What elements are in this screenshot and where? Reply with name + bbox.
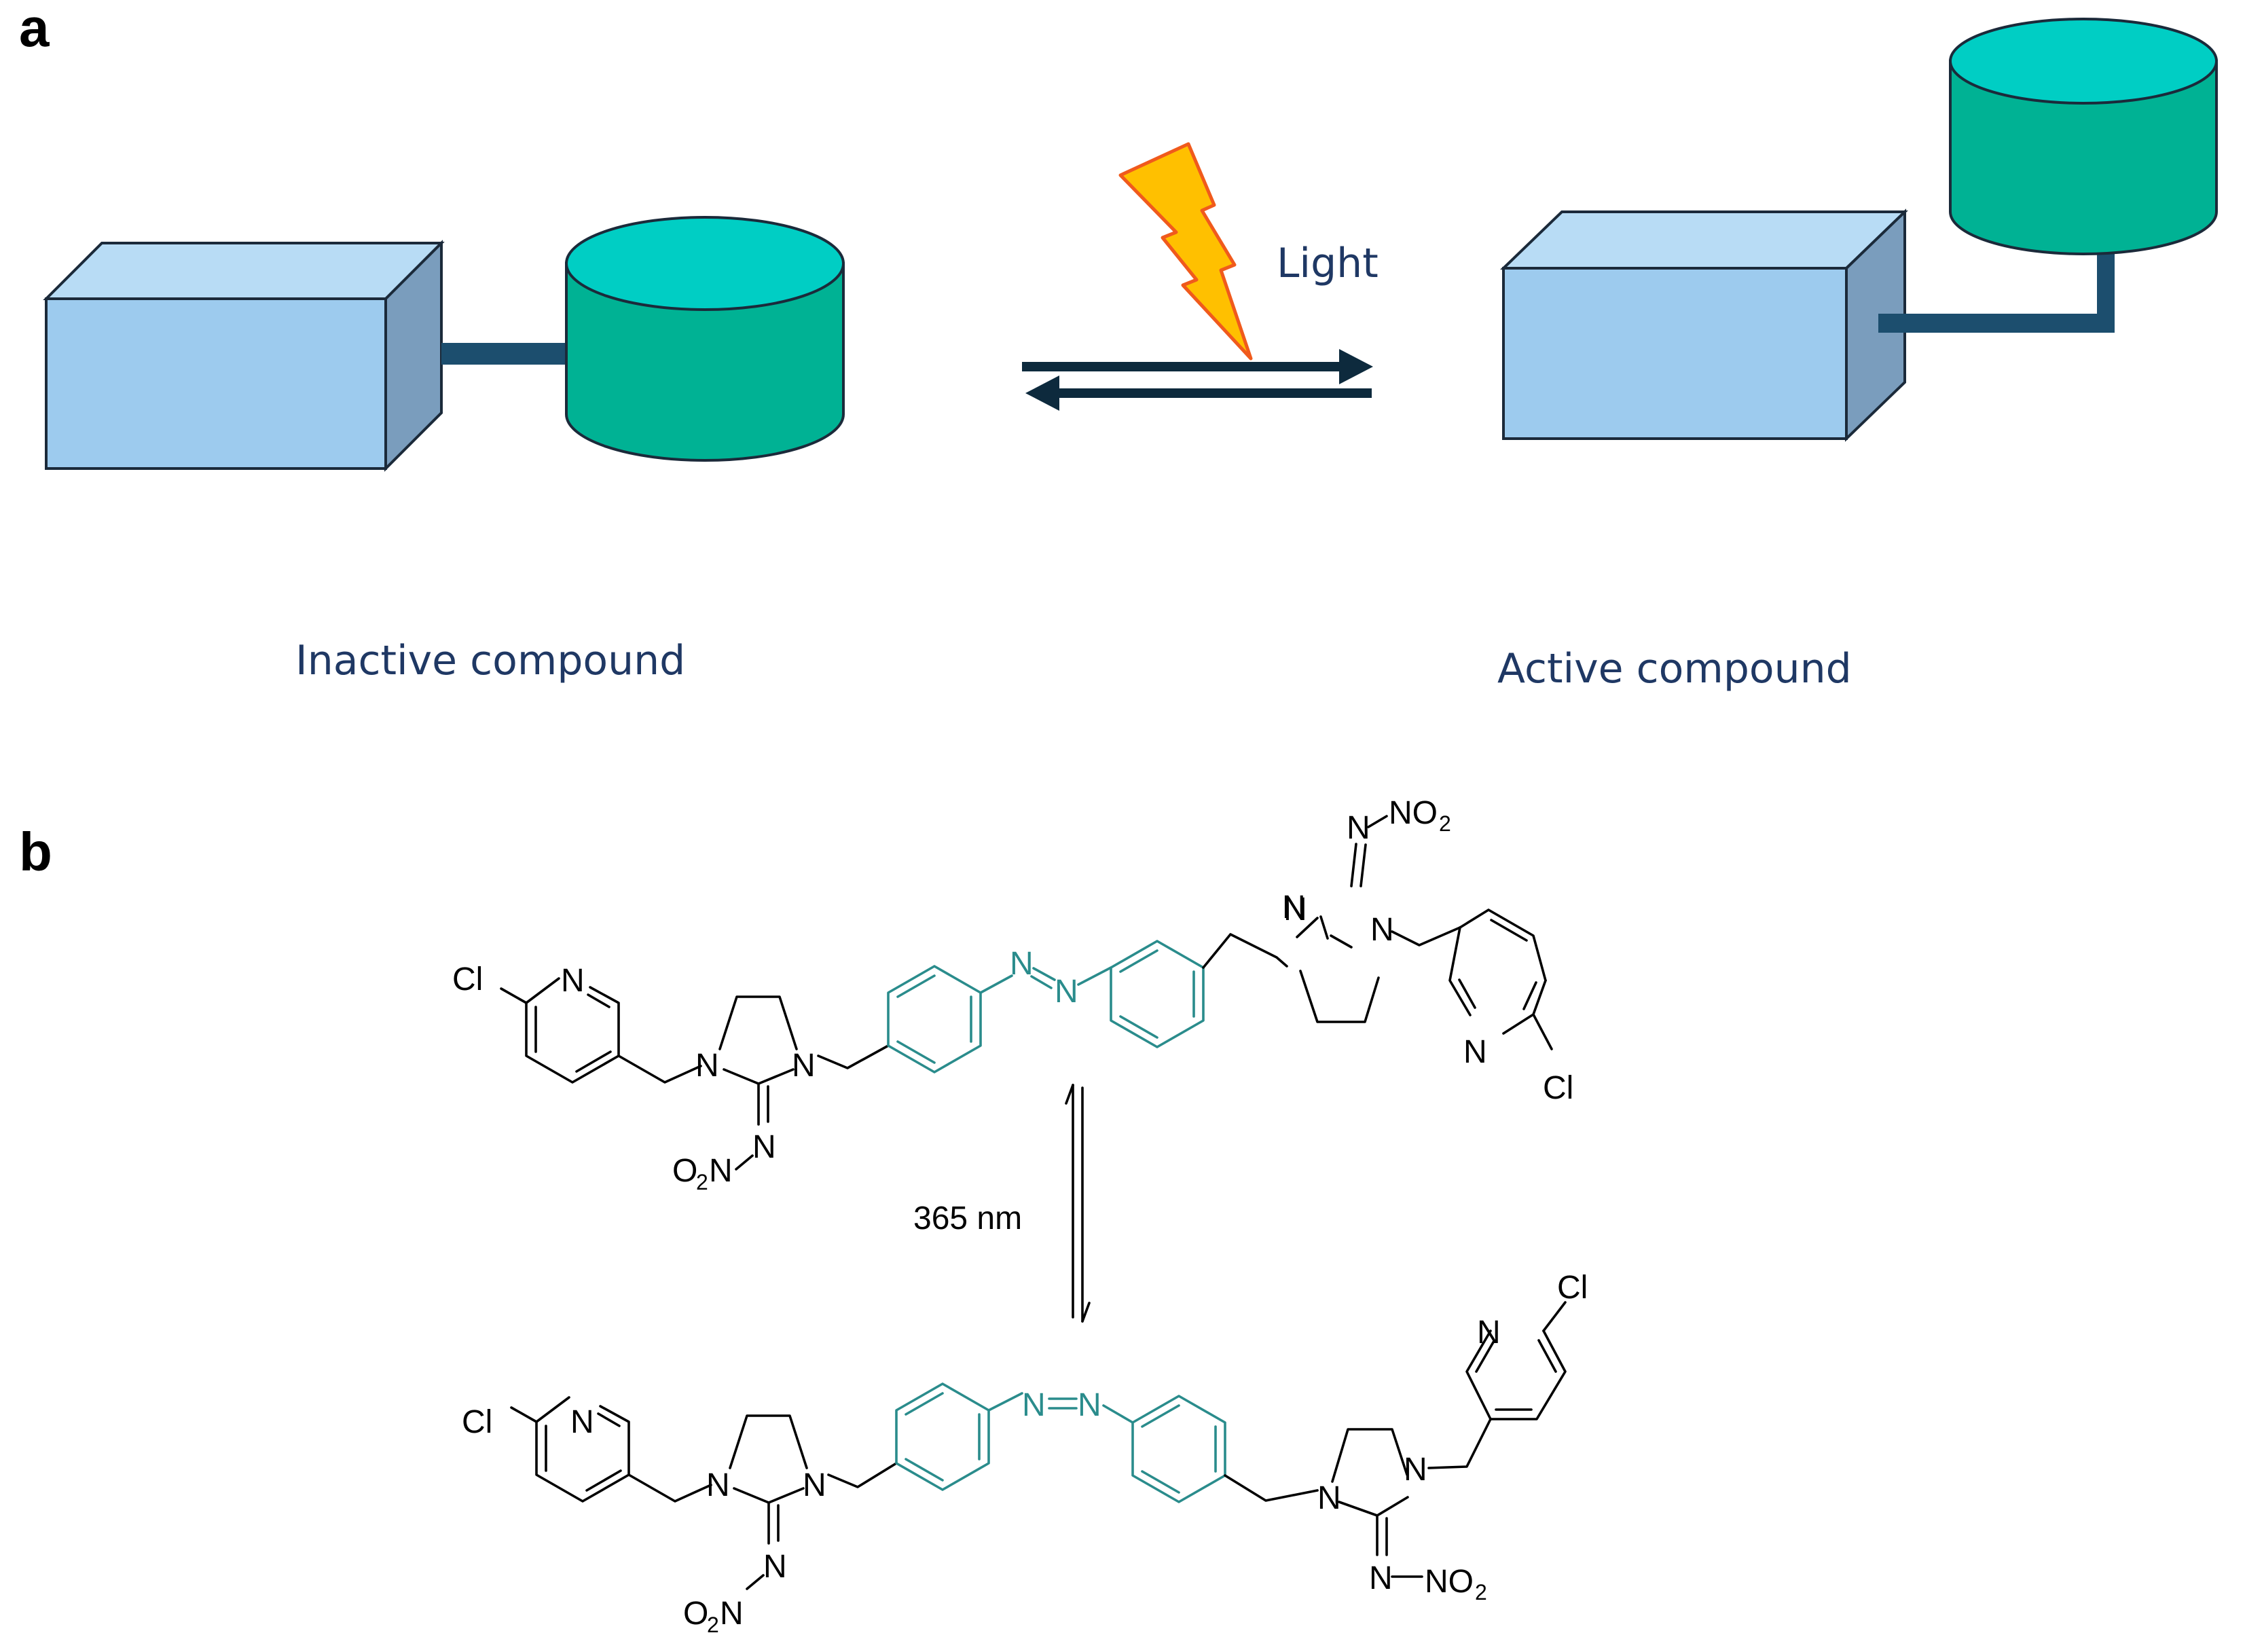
no2-group: NO 2: [1425, 1564, 1487, 1604]
panel-label-b: b: [19, 822, 52, 882]
left-cylinder-top: [565, 216, 845, 311]
wavelength-label: 365 nm: [913, 1200, 1022, 1236]
right-chloropyridine-ring: [1448, 908, 1553, 1050]
right-imidazolidine-ring: [1331, 1428, 1409, 1556]
left-box-front: [45, 297, 387, 470]
active-compound-caption: Active compound: [1497, 645, 1852, 693]
n-atom: N: [1078, 1387, 1101, 1423]
svg-text:N: N: [709, 1153, 733, 1189]
n-atom: N: [1477, 1315, 1501, 1351]
n-atom: N: [561, 963, 585, 999]
left-chloropyridine-ring: [510, 1396, 630, 1503]
svg-text:NO: NO: [1425, 1564, 1474, 1600]
right-cylinder-top: [1949, 18, 2218, 105]
svg-text:N: N: [720, 1596, 744, 1632]
svg-text:2: 2: [1439, 811, 1451, 836]
right-box-top: [1500, 210, 1908, 270]
n-atom: N: [752, 1129, 776, 1165]
left-cylinder-body: [565, 262, 845, 462]
right-imidazolidine-ring: [1296, 915, 1380, 1023]
svg-text:O: O: [672, 1153, 697, 1189]
cl-atom: Cl: [1543, 1070, 1573, 1106]
trans-azobenzene-structure: Cl N N N N O 2 N N: [452, 889, 1380, 1194]
bottom-azobenzene-structure: Cl N N N N O 2 N N N: [462, 1270, 1588, 1637]
n-atom: N: [1317, 1480, 1341, 1516]
left-box-top: [43, 242, 445, 300]
left-chloropyridine-ring: [500, 977, 620, 1084]
trans-right-half: N NO 2 N N Cl: [1347, 795, 1573, 1106]
n-atom: N: [1282, 889, 1306, 925]
n-atom: N: [763, 1549, 787, 1585]
n-atom: N: [1404, 1452, 1427, 1488]
n-atom: N: [803, 1467, 826, 1503]
right-benzene-ring: [1110, 940, 1205, 1048]
light-label: Light: [1277, 240, 1379, 287]
n-atom: N: [1055, 974, 1078, 1010]
svg-text:O: O: [683, 1596, 708, 1632]
cl-atom: Cl: [462, 1404, 492, 1440]
n-atom: N: [792, 1048, 816, 1084]
n-atom-right-imid: N: [1283, 892, 1307, 928]
right-linker: [1878, 231, 2115, 333]
svg-text:2: 2: [1475, 1580, 1487, 1604]
cl-atom: Cl: [1557, 1270, 1588, 1306]
svg-text:NO: NO: [1389, 795, 1438, 831]
o2n-group: O 2 N: [683, 1596, 744, 1637]
svg-text:2: 2: [707, 1613, 719, 1637]
left-linker: [441, 343, 568, 365]
o2n-group: O 2 N: [672, 1153, 733, 1194]
n-atom: N: [706, 1467, 730, 1503]
active-compound-graphic: [1500, 18, 2218, 442]
right-chloropyridine-ring: [1465, 1301, 1567, 1420]
n-atom: N: [695, 1048, 719, 1084]
lightning-bolt-icon: [1118, 142, 1253, 361]
no2-group: NO 2: [1389, 795, 1451, 836]
inactive-compound-caption: Inactive compound: [295, 637, 685, 684]
n-atom: N: [1463, 1034, 1487, 1070]
left-benzene-ring: [887, 965, 982, 1073]
left-imidazolidine-ring: [718, 995, 798, 1126]
panel-label-a: a: [19, 0, 50, 58]
right-cylinder-body: [1949, 60, 2218, 255]
inactive-compound-graphic: [43, 216, 845, 472]
left-imidazolidine-ring: [729, 1414, 808, 1545]
left-benzene-ring: [895, 1382, 990, 1491]
svg-text:2: 2: [696, 1170, 708, 1194]
n-atom: N: [1022, 1387, 1046, 1423]
n-atom: N: [570, 1404, 594, 1440]
n-atom: N: [1370, 912, 1394, 948]
n-atom: N: [1010, 946, 1034, 982]
photoswitch-equilibrium-arrow-icon: [1065, 1084, 1091, 1323]
right-benzene-ring: [1131, 1395, 1226, 1503]
n-atom: N: [1347, 810, 1370, 846]
right-box-front: [1502, 267, 1848, 440]
equilibrium-arrows-icon: [1022, 349, 1373, 411]
cl-atom: Cl: [452, 961, 483, 997]
n-atom: N: [1369, 1560, 1393, 1596]
